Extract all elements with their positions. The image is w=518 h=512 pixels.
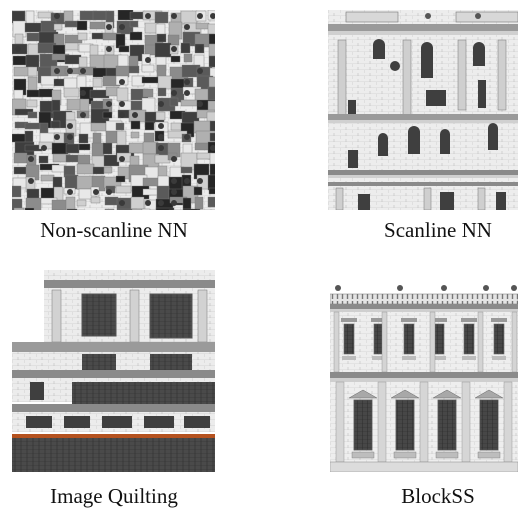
- caption-non-scanline-nn: Non-scanline NN: [40, 218, 188, 242]
- blockss-image: [330, 280, 518, 472]
- caption-scanline-nn: Scanline NN: [384, 218, 492, 242]
- scanline-nn-image: [328, 10, 518, 210]
- caption-image-quilting: Image Quilting: [50, 484, 178, 508]
- image-quilting-image: [12, 270, 215, 472]
- caption-blockss: BlockSS: [401, 484, 475, 508]
- non-scanline-nn-image: [12, 10, 215, 210]
